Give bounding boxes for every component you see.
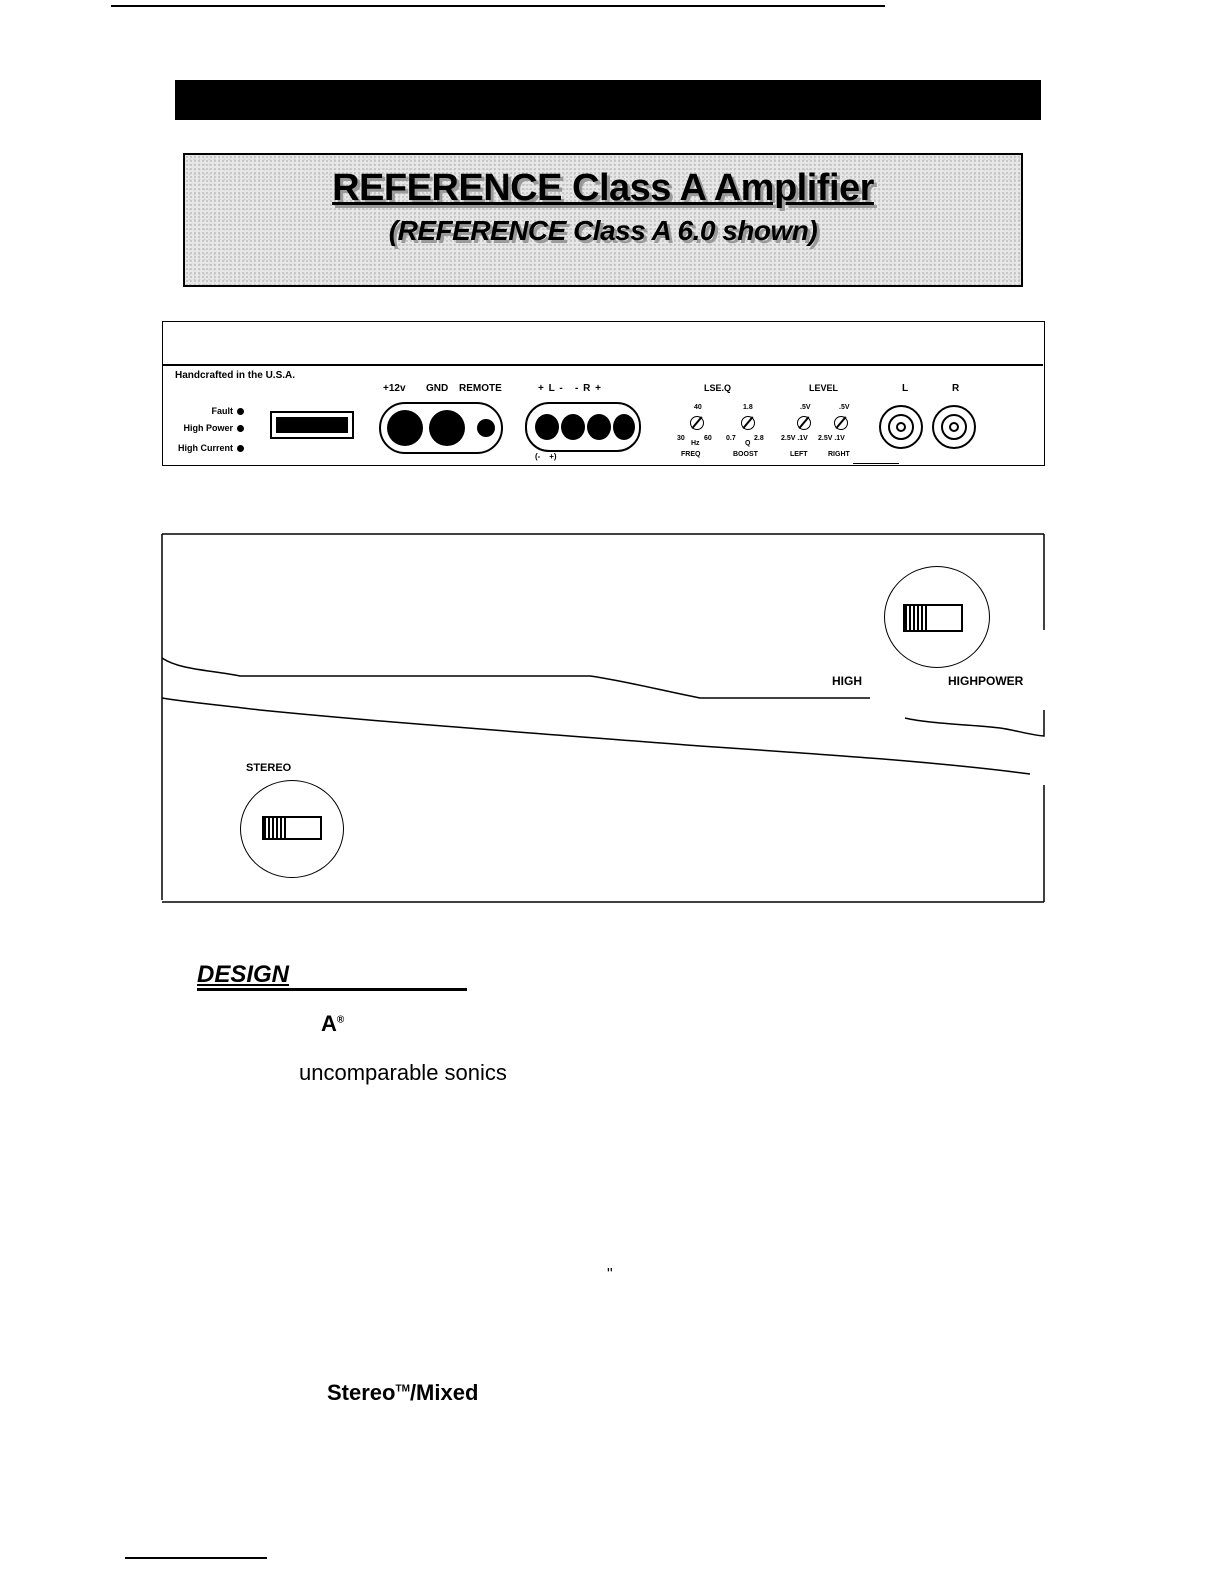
gnd-label: GND [426, 383, 449, 394]
boost-top-label: 1.8 [743, 404, 753, 411]
level-right-top-label: .5V [839, 404, 850, 411]
boost-right-label: 2.8 [754, 435, 764, 442]
trademark-mark: TM [395, 1383, 410, 1395]
design-stereo-line: StereoTM/Mixed [327, 1380, 478, 1406]
level-left-range-label: 2.5V .1V [781, 435, 808, 442]
level-label: LEVEL [809, 383, 839, 393]
mixed-text: /Mixed [409, 1380, 479, 1405]
design-underline [197, 988, 467, 991]
handcrafted-label: Handcrafted in the U.S.A. [175, 370, 296, 381]
fault-led-icon [237, 408, 244, 415]
stereo-switch-housing [240, 780, 344, 878]
stereo-label: STEREO [246, 762, 292, 774]
front-panel-diagram: Handcrafted in the U.S.A. Fault High Pow… [162, 321, 1045, 466]
header-bar [175, 80, 1041, 120]
level-right-knob-icon [834, 416, 848, 430]
freq-unit-label: Hz [691, 440, 700, 447]
level-left-top-label: .5V [800, 404, 811, 411]
banner-subtitle: (REFERENCE Class A 6.0 shown) [388, 215, 818, 246]
highpower-led-icon [237, 425, 244, 432]
level-left-name-label: LEFT [790, 451, 808, 458]
lseq-label: LSE.Q [704, 383, 732, 393]
level-right-range-label: 2.5V .1V [818, 435, 845, 442]
freq-knob-icon [690, 416, 704, 430]
fuse-holder-icon [270, 411, 354, 439]
indicator-highcurrent-label: High Current [178, 443, 233, 453]
power-terminal-block [379, 402, 503, 454]
input-left-label: L [902, 383, 909, 394]
highpower-switch-housing [884, 566, 990, 668]
stereo-slide-switch[interactable] [262, 816, 322, 840]
freq-right-label: 60 [704, 435, 712, 442]
speaker-terminal-label: + L - - R + [538, 383, 602, 394]
stray-mark: " [607, 1266, 613, 1283]
rca-right-jack-icon [932, 405, 976, 449]
design-a-mark: A® [321, 1011, 344, 1037]
level-left-knob-icon [797, 416, 811, 430]
rca-left-jack-icon [879, 405, 923, 449]
side-panel-diagram [161, 533, 1045, 903]
input-right-label: R [952, 383, 960, 394]
high-label: HIGH [832, 674, 862, 688]
panel-bottom-tick [853, 463, 899, 464]
freq-left-label: 30 [677, 435, 685, 442]
freq-name-label: FREQ [681, 451, 701, 458]
boost-unit-label: Q [745, 440, 751, 447]
indicator-highpower-label: High Power [183, 423, 233, 433]
registered-mark: ® [336, 1014, 345, 1026]
bridge-polarity-label: (- +) [535, 452, 557, 461]
banner-title: REFERENCE Class A Amplifier [332, 167, 874, 209]
title-banner: REFERENCE Class A Amplifier (REFERENCE C… [183, 153, 1023, 287]
highcurrent-led-icon [237, 445, 244, 452]
freq-top-label: 40 [694, 404, 702, 411]
design-heading: DESIGN [197, 961, 290, 988]
remote-label: REMOTE [459, 383, 502, 394]
boost-knob-icon [741, 416, 755, 430]
panel-divider [163, 364, 1043, 366]
indicator-fault-label: Fault [211, 406, 234, 416]
top-rule [111, 5, 885, 7]
plus12v-label: +12v [383, 383, 406, 394]
a-mark-text: A [321, 1011, 337, 1036]
footnote-rule [125, 1557, 267, 1559]
stereo-text: Stereo [327, 1380, 396, 1405]
design-line-sonics: uncomparable sonics [299, 1060, 507, 1085]
level-right-name-label: RIGHT [828, 451, 850, 458]
boost-name-label: BOOST [733, 451, 758, 458]
speaker-terminal-block [525, 402, 641, 452]
highpower-label: HIGHPOWER [948, 674, 1024, 688]
boost-left-label: 0.7 [726, 435, 736, 442]
highpower-slide-switch[interactable] [903, 604, 963, 632]
